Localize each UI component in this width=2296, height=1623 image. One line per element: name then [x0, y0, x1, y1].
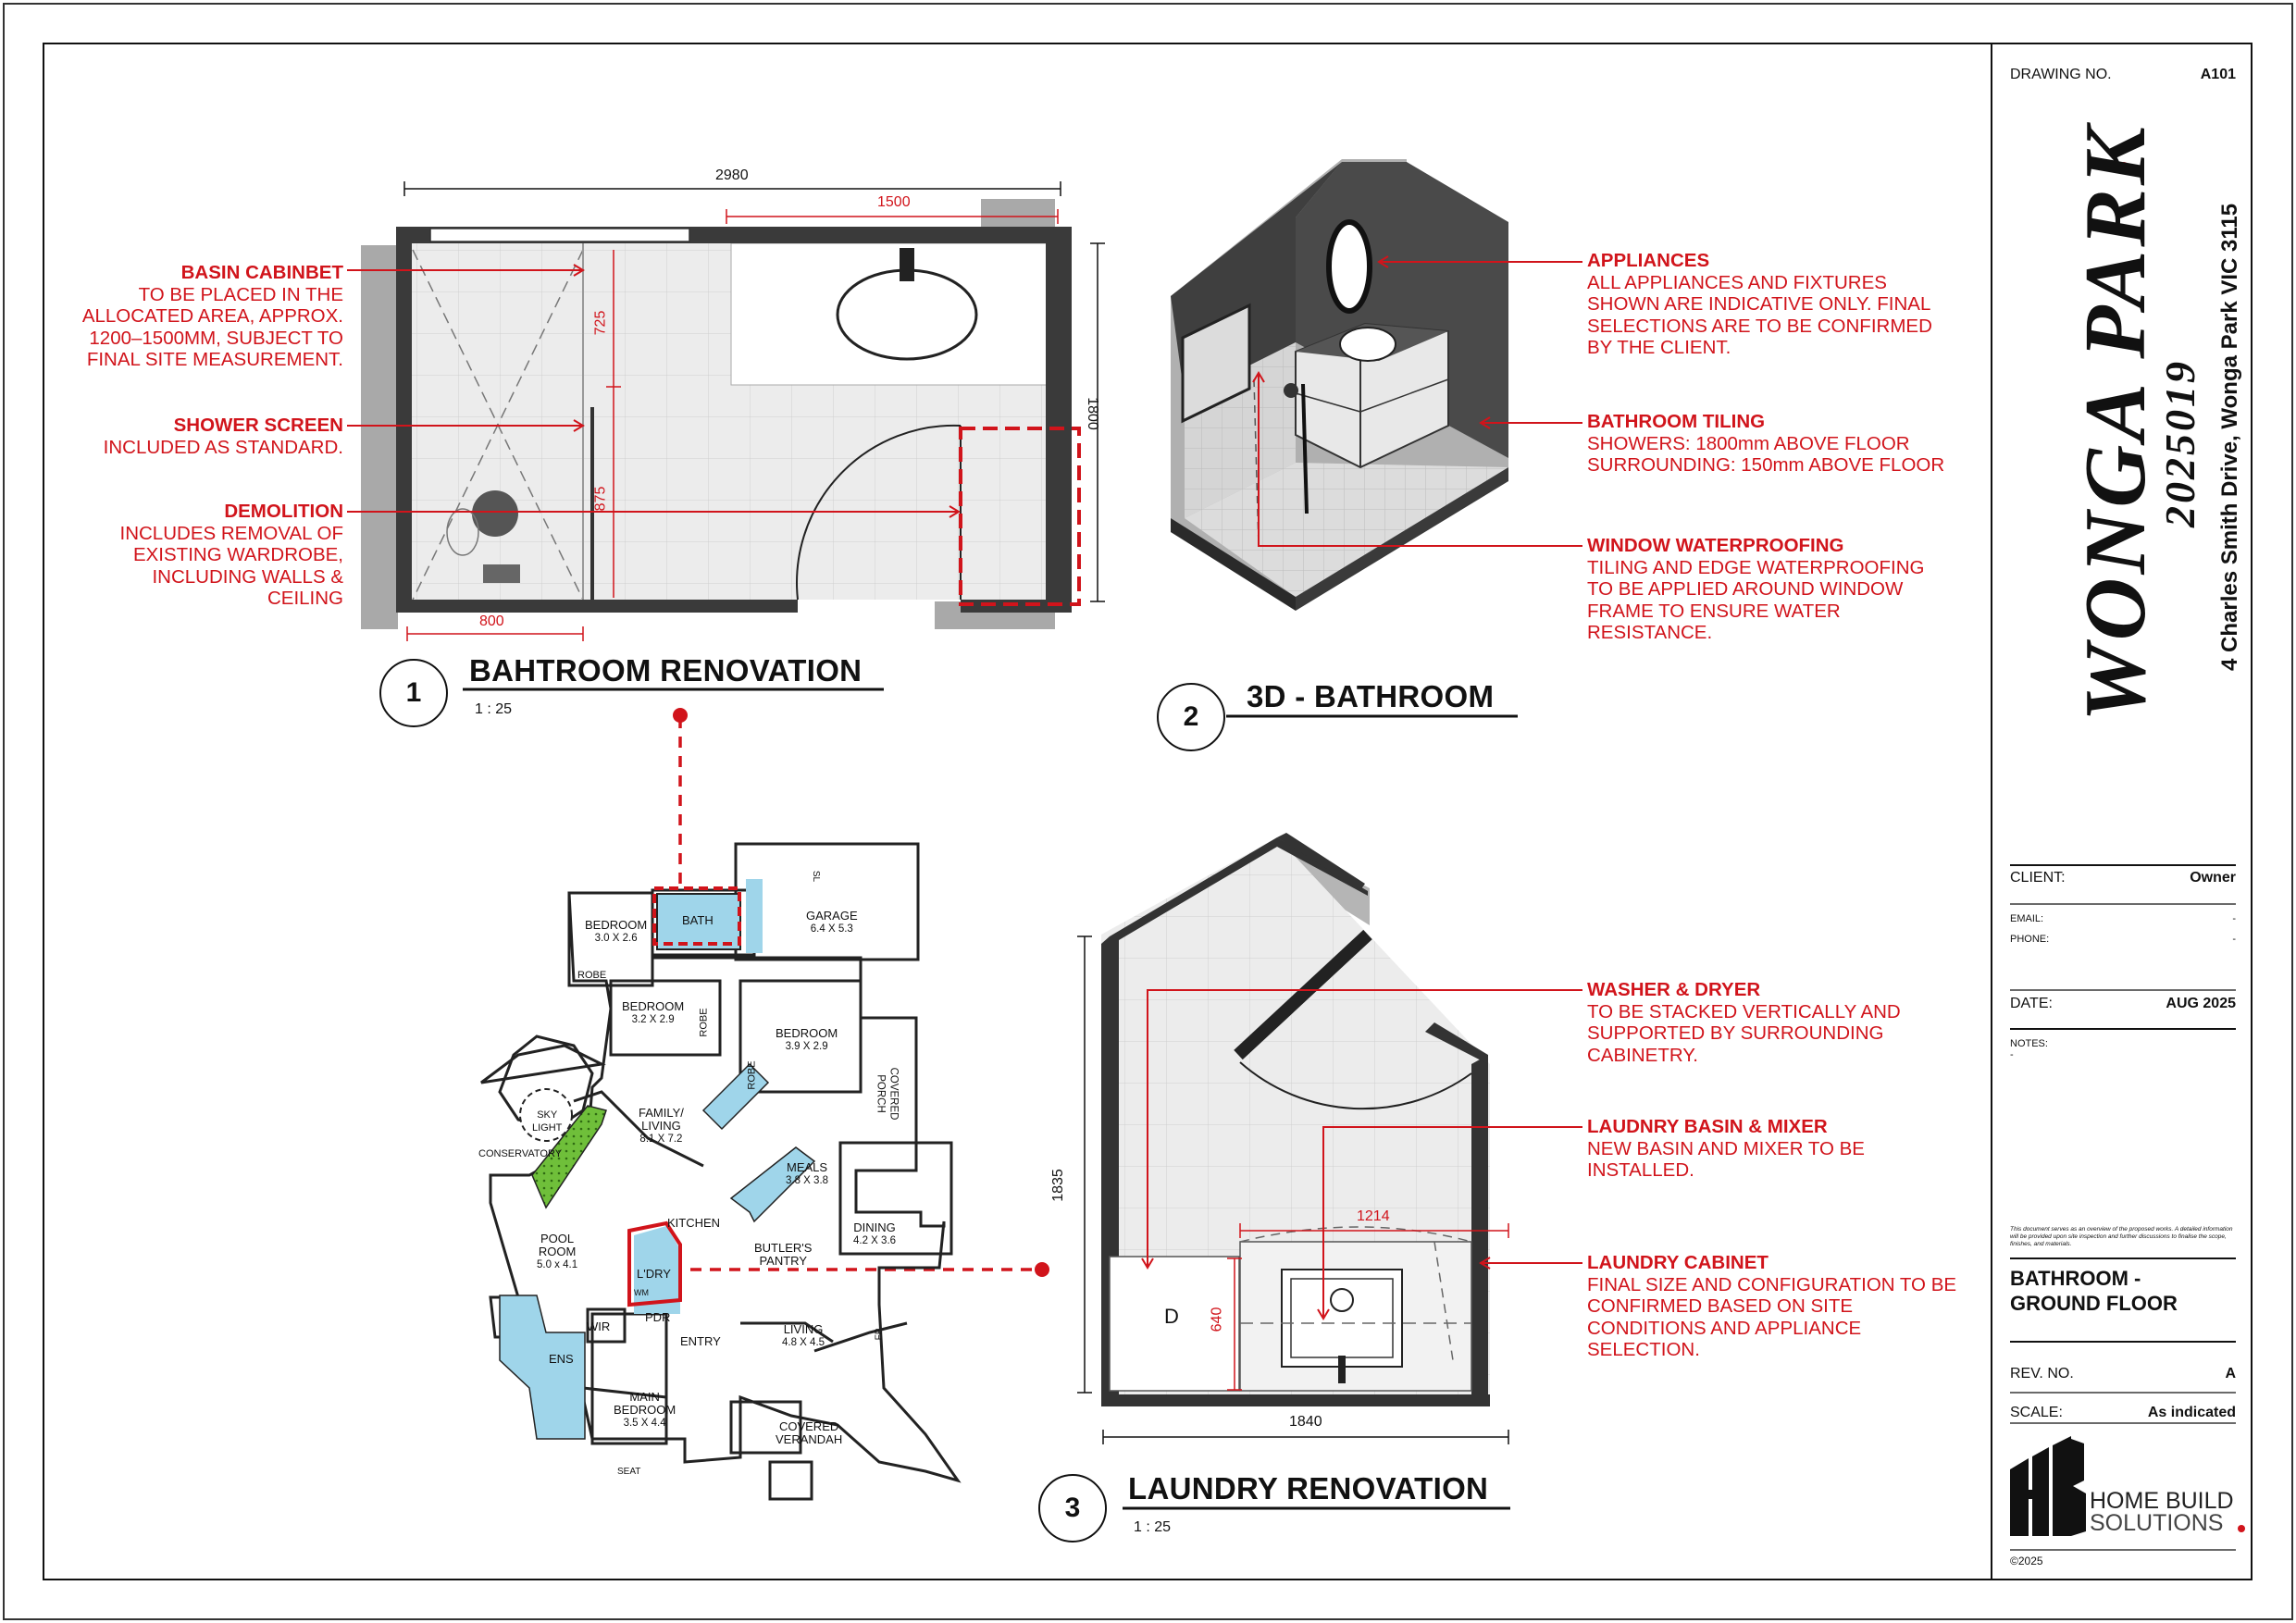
room-covered-porch: COVERED PORCH — [875, 1067, 900, 1121]
room-conservatory: CONSERVATORY — [478, 1148, 563, 1159]
project-name-block: WONGA PARK 2025019 — [2067, 123, 2203, 722]
view-1-scale: 1 : 25 — [475, 701, 513, 717]
room-seat: SEAT — [617, 1467, 641, 1477]
company-name: HOME BUILD SOLUTIONS — [2090, 1488, 2234, 1536]
sheet-title-line2: GROUND FLOOR — [2010, 1292, 2178, 1315]
rev-label: REV. NO. — [2010, 1366, 2074, 1381]
project-number: 2025019 — [2156, 359, 2203, 527]
view-1-title: BAHTROOM RENOVATION — [469, 653, 863, 688]
phone-value: - — [2232, 934, 2236, 945]
scale-label: SCALE: — [2010, 1405, 2063, 1420]
room-bath: BATH — [682, 913, 714, 927]
view-2-number: 2 — [1157, 683, 1225, 751]
room-fp: FP — [874, 1328, 885, 1341]
inner-border — [43, 43, 2253, 1580]
note-shower-screen: SHOWER SCREEN INCLUDED AS STANDARD. — [103, 415, 343, 458]
dim-vanity: 1500 — [877, 194, 911, 210]
bathroom-plan — [347, 181, 1105, 691]
sheet-title: BATHROOM - GROUND FLOOR — [2010, 1266, 2178, 1316]
notes-value: - — [2010, 1049, 2014, 1060]
client-value: Owner — [2190, 870, 2236, 886]
room-ldry: L'DRY — [637, 1267, 671, 1281]
dim-upper: 725 — [592, 310, 609, 336]
room-wir: WIR — [587, 1319, 611, 1333]
sheet-title-line1: BATHROOM - — [2010, 1267, 2141, 1290]
note-washer-dryer: WASHER & DRYER TO BE STACKED VERTICALLY … — [1587, 979, 1901, 1066]
room-butlers: BUTLER'S PANTRY — [754, 1241, 813, 1268]
room-skylight: SKY LIGHT — [532, 1109, 563, 1134]
note-bathroom-tiling: BATHROOM TILING SHOWERS: 1800mm ABOVE FL… — [1587, 411, 1945, 477]
room-kitchen: KITCHEN — [667, 1216, 721, 1230]
drawing-no-row: DRAWING NO. A101 — [2010, 67, 2236, 83]
dim-lower: 875 — [592, 486, 609, 512]
note-demolition: DEMOLITION INCLUDES REMOVAL OF EXISTING … — [119, 501, 344, 610]
drawing-no-value: A101 — [2200, 67, 2236, 82]
key-floor-plan — [480, 708, 1049, 1501]
bathroom-3d — [1171, 159, 1582, 718]
dim-depth: 1800 — [1084, 397, 1100, 430]
company-logo-icon — [2010, 1436, 2245, 1536]
room-sl: SL — [811, 870, 822, 883]
company-line1: HOME BUILD — [2090, 1488, 2234, 1514]
date-label: DATE: — [2010, 996, 2053, 1011]
note-laundry-basin: LAUDNRY BASIN & MIXER NEW BASIN AND MIXE… — [1587, 1116, 1865, 1182]
date-value: AUG 2025 — [2166, 996, 2236, 1011]
dim-laundry-cabinet: 1214 — [1357, 1208, 1390, 1224]
dryer-tag: D — [1164, 1305, 1179, 1328]
key-plan-fills — [499, 879, 816, 1440]
note-appliances: APPLIANCES ALL APPLIANCES AND FIXTURES S… — [1587, 250, 1932, 359]
rev-value: A — [2225, 1366, 2236, 1381]
view-1-number: 1 — [379, 659, 448, 727]
view-3-scale: 1 : 25 — [1134, 1519, 1172, 1535]
title-block-lines — [2010, 864, 2236, 1551]
project-address: 4 Charles Smith Drive, Wonga Park VIC 31… — [2217, 203, 2242, 671]
view-2-title: 3D - BATHROOM — [1247, 679, 1495, 713]
email-value: - — [2232, 913, 2236, 924]
scale-value: As indicated — [2147, 1405, 2236, 1420]
room-pdr: PDR — [645, 1310, 671, 1324]
project-name: WONGA PARK — [2067, 123, 2164, 722]
dim-overall-width: 2980 — [715, 167, 749, 183]
phone-label: PHONE: — [2010, 934, 2050, 945]
note-laundry-cabinet: LAUNDRY CABINET FINAL SIZE AND CONFIGURA… — [1587, 1252, 1957, 1361]
room-covered-verandah: COVERED VERANDAH — [776, 1419, 843, 1446]
dim-laundry-side: 640 — [1209, 1307, 1225, 1332]
view-3-title: LAUNDRY RENOVATION — [1128, 1471, 1489, 1505]
room-entry: ENTRY — [680, 1334, 721, 1348]
drawing-no-label: DRAWING NO. — [2010, 67, 2112, 82]
note-window-waterproofing: WINDOW WATERPROOFING TILING AND EDGE WAT… — [1587, 535, 1925, 644]
brand-dot-icon — [2119, 162, 2128, 171]
notes-row: NOTES: - — [2010, 1038, 2236, 1060]
dim-shower-width: 800 — [479, 613, 504, 629]
room-robe-1: ROBE — [577, 970, 607, 981]
dim-laundry-width: 1840 — [1289, 1414, 1322, 1430]
disclaimer-text: This document serves as an overview of t… — [2010, 1226, 2233, 1247]
room-robe-3: ROBE — [746, 1060, 758, 1090]
email-label: EMAIL: — [2010, 913, 2044, 924]
outer-border — [3, 3, 2293, 1620]
view-3-number: 3 — [1038, 1474, 1107, 1542]
notes-label: NOTES: — [2010, 1038, 2048, 1049]
room-robe-2: ROBE — [698, 1008, 710, 1037]
room-wm: WM — [634, 1288, 649, 1297]
room-ens: ENS — [549, 1352, 574, 1366]
client-label: CLIENT: — [2010, 870, 2066, 886]
laundry-plan — [1077, 833, 1582, 1510]
dim-laundry-height: 1835 — [1049, 1169, 1066, 1202]
company-line2: SOLUTIONS — [2090, 1510, 2224, 1536]
note-basin-cabinet: BASIN CABINBET TO BE PLACED IN THE ALLOC… — [81, 262, 343, 371]
copyright: ©2025 — [2010, 1555, 2043, 1567]
